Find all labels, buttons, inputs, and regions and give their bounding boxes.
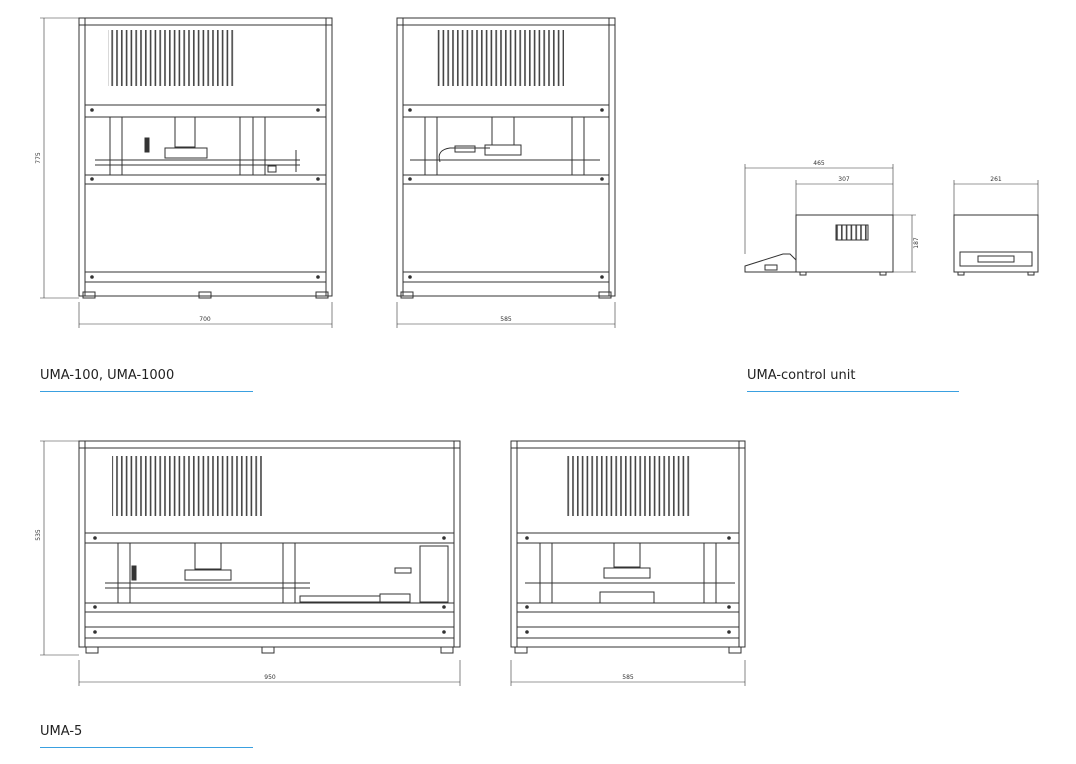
caption-control-unit-underline: [747, 391, 959, 392]
dim-control-body: 307: [838, 176, 850, 183]
uma100-side-view: [396, 17, 616, 299]
uma100-dimension-lines: [40, 17, 333, 328]
dim-control-depth: 261: [990, 176, 1002, 183]
caption-uma5: UMA-5: [40, 724, 83, 739]
caption-uma100: UMA-100, UMA-1000: [40, 368, 175, 383]
dim-uma100-depth: 585: [500, 316, 512, 323]
uma100-front-view: [78, 17, 333, 299]
uma5-front-view: [78, 440, 461, 654]
control-unit-front-view: [953, 214, 1039, 276]
dim-uma100-width: 700: [199, 316, 211, 323]
uma5-side-view: [510, 440, 746, 654]
caption-control-unit: UMA-control unit: [747, 368, 856, 383]
caption-uma5-underline: [40, 747, 253, 748]
dim-uma5-height: 535: [35, 529, 42, 541]
control-unit-side-view: [744, 214, 894, 276]
uma5-dimension-lines: [40, 440, 461, 686]
dim-uma5-depth: 585: [622, 674, 634, 681]
dim-control-height: 187: [913, 237, 920, 249]
caption-uma100-underline: [40, 391, 253, 392]
dim-control-total: 465: [813, 160, 825, 167]
control-unit-dimension-lines: [744, 164, 1039, 273]
dim-uma5-width: 950: [264, 674, 276, 681]
dim-uma100-height: 775: [35, 152, 42, 164]
uma100-side-dimension-lines: [396, 302, 616, 328]
uma5-side-dimension-lines: [510, 660, 746, 686]
